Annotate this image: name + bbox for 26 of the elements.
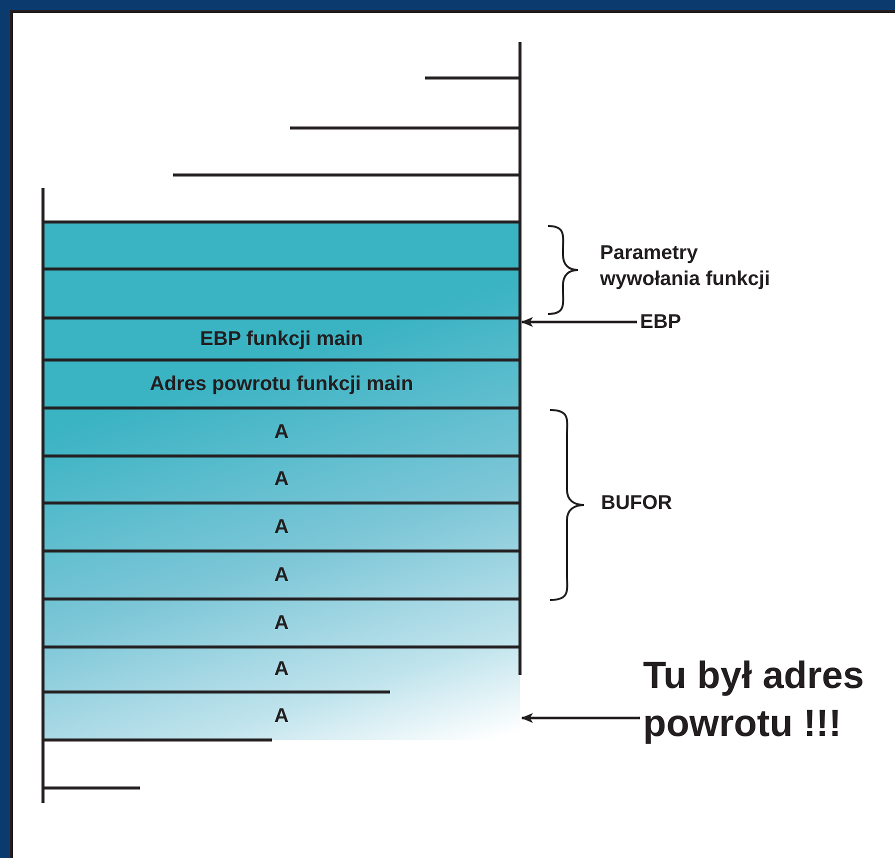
cell-label: A [274, 564, 289, 586]
empty-stack-cell [43, 269, 520, 318]
cell-label: A [274, 658, 289, 681]
arrow [521, 713, 640, 723]
cell-label: EBP funkcji main [200, 328, 363, 350]
stack-cell [43, 551, 520, 599]
cell-label: A [274, 704, 289, 728]
cell-label: A [274, 612, 289, 634]
stack-cell [43, 456, 520, 503]
cell-label: A [274, 420, 289, 444]
stack-cell [43, 692, 520, 740]
pointer-text: EBP [640, 311, 682, 333]
annotation-label: Parametry wywołania funkcji [600, 241, 772, 292]
stack-cell [43, 408, 520, 456]
cell-label: A [274, 468, 289, 491]
stack-cell [43, 503, 520, 551]
stack-cell [43, 360, 520, 408]
pointer-text: Tu był adres powrotu !!! [643, 655, 864, 745]
stack-cell [43, 599, 520, 647]
stack-cell [43, 647, 520, 692]
stack-cell [43, 318, 520, 360]
cell-label: A [274, 516, 289, 538]
annotation-label: BUFOR [601, 491, 674, 516]
empty-stack-cell [43, 222, 520, 269]
cell-label: Adres powrotu funkcji main [150, 372, 414, 396]
arrow [521, 317, 637, 327]
